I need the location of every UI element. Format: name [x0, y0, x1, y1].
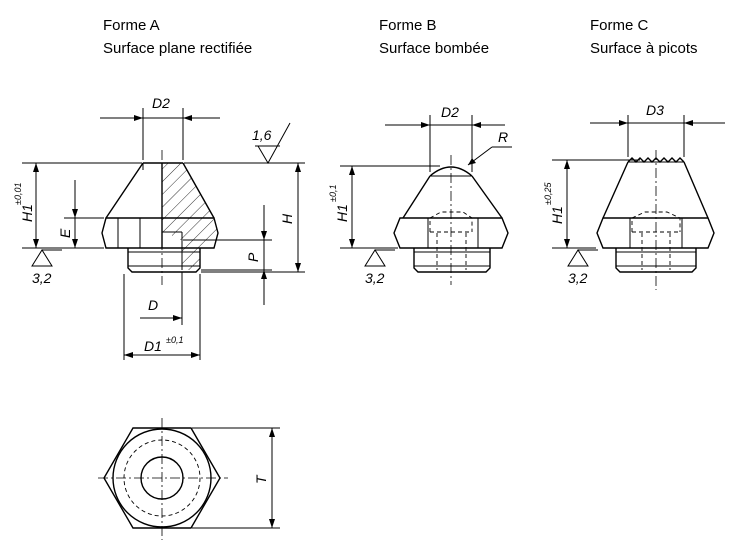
form-b-drawing: D2 R H1 ±0,1 3,2 — [328, 104, 512, 286]
section-hatch — [162, 163, 218, 270]
dim-d-label: D — [148, 297, 158, 313]
dim-r-label: R — [498, 129, 508, 145]
dim-h1-label-a: H1 — [19, 204, 35, 222]
form-b-title: Forme B Surface bombée — [379, 17, 489, 57]
dim-h1-tol-b: ±0,1 — [328, 185, 338, 202]
form-a-drawing: D2 H1 ±0,01 E H P D — [13, 95, 305, 360]
roughness-top-value: 1,6 — [252, 127, 272, 143]
roughness-base-a-value: 3,2 — [32, 270, 52, 286]
roughness-symbol-base-c: 3,2 — [567, 249, 598, 286]
form-a-name: Forme A — [103, 17, 160, 34]
dim-h1-label-c: H1 — [549, 206, 565, 224]
form-a-title: Forme A Surface plane rectifiée — [103, 17, 252, 57]
form-b-surface: Surface bombée — [379, 40, 489, 57]
dim-t-label: T — [253, 474, 269, 484]
roughness-symbol-base-b: 3,2 — [364, 249, 395, 286]
dim-p-label: P — [245, 252, 261, 262]
form-c-drawing: D3 H1 ±0,25 3,2 — [543, 102, 725, 290]
dim-d2-label: D2 — [152, 95, 170, 111]
form-a-surface: Surface plane rectifiée — [103, 40, 252, 57]
dim-d1-label: D1 — [144, 338, 162, 354]
form-c-surface: Surface à picots — [590, 40, 698, 57]
dim-e-label: E — [57, 228, 73, 238]
roughness-symbol-top: 1,6 — [252, 122, 291, 165]
dim-h-label: H — [279, 213, 295, 224]
dim-d3-label: D3 — [646, 102, 664, 118]
roughness-base-c-value: 3,2 — [568, 270, 588, 286]
dim-h1-tol-a: ±0,01 — [13, 183, 23, 205]
form-b-name: Forme B — [379, 17, 437, 34]
dim-h1-tol-c: ±0,25 — [543, 182, 553, 205]
dim-d1-tol: ±0,1 — [166, 335, 183, 345]
form-c-name: Forme C — [590, 17, 649, 34]
dim-h1-label-b: H1 — [334, 204, 350, 222]
form-c-title: Forme C Surface à picots — [590, 17, 698, 57]
dim-d2-label-b: D2 — [441, 104, 459, 120]
top-view-drawing: T — [98, 418, 280, 540]
roughness-symbol-base-a: 3,2 — [31, 249, 62, 286]
roughness-base-b-value: 3,2 — [365, 270, 385, 286]
